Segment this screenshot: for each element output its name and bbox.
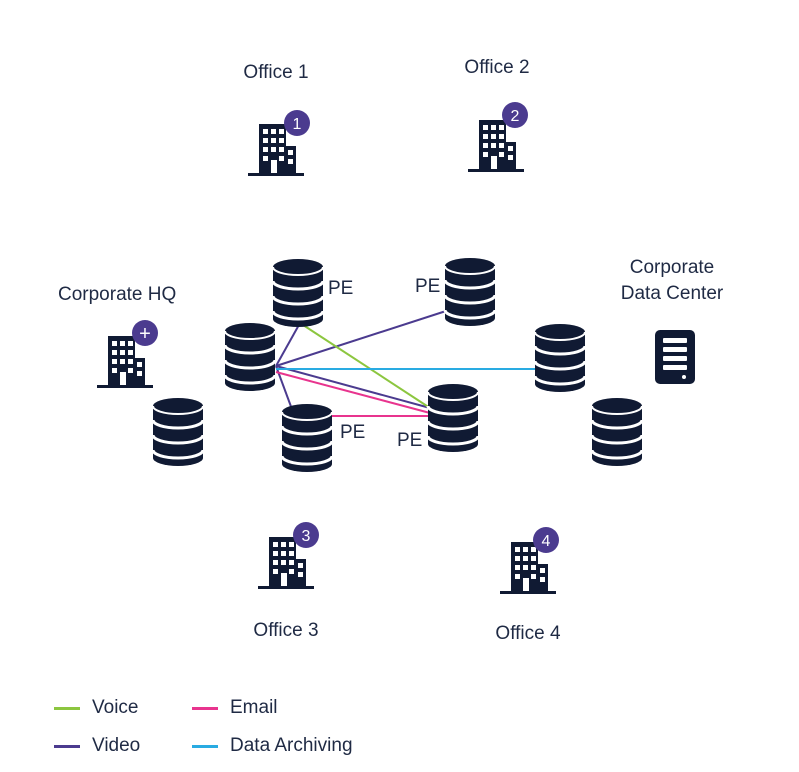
legend-label-email: Email xyxy=(230,697,278,718)
pe2-database-icon xyxy=(443,256,497,328)
pe4-label: PE xyxy=(397,430,423,451)
video-link-hq-pe2 xyxy=(275,310,447,367)
pe2-label: PE xyxy=(415,276,441,297)
voice-link-pe1-pe4 xyxy=(299,322,431,409)
pe1-label: PE xyxy=(328,278,354,299)
office2-label: Office 2 xyxy=(464,57,530,78)
pe3-database-icon xyxy=(280,402,334,474)
video-link-hq-pe4 xyxy=(275,365,431,409)
legend-label-voice: Voice xyxy=(92,697,139,718)
hq-database-icon xyxy=(151,396,205,468)
office4-badge: 4 xyxy=(533,527,559,553)
hq-badge-text: + xyxy=(139,323,151,345)
email-link-hq-pe4 xyxy=(275,371,431,414)
pe1-database-icon xyxy=(271,257,325,329)
office1-badge-text: 1 xyxy=(293,116,302,133)
hq-label: Corporate HQ xyxy=(58,284,177,305)
legend-swatch-voice xyxy=(54,706,80,710)
legend-item-voice: Voice xyxy=(54,697,138,719)
legend-item-data-archiving: Data Archiving xyxy=(192,735,353,757)
building-icons xyxy=(97,120,556,594)
legend-swatch-video xyxy=(54,744,80,748)
pe4-database-icon xyxy=(426,382,480,454)
office1-badge: 1 xyxy=(284,110,310,136)
office2-badge-text: 2 xyxy=(511,108,520,125)
hq-router-database-icon xyxy=(223,321,277,393)
server-rack-icon xyxy=(655,330,695,384)
dc-database-icon xyxy=(590,396,644,468)
datacenter-label: Corporate Data Center xyxy=(621,255,723,307)
legend-item-video: Video xyxy=(54,735,140,757)
office1-label: Office 1 xyxy=(243,62,309,83)
office4-badge-text: 4 xyxy=(542,533,551,550)
office2-badge: 2 xyxy=(502,102,528,128)
office3-label: Office 3 xyxy=(253,620,319,641)
office4-label: Office 4 xyxy=(495,623,561,644)
connection-lines xyxy=(275,310,560,417)
office3-badge-text: 3 xyxy=(302,528,311,545)
dc-router-database-icon xyxy=(533,322,587,394)
datacenter-label-line1: Corporate xyxy=(629,257,715,278)
pe3-label: PE xyxy=(340,422,366,443)
legend-swatch-data-archiving xyxy=(192,744,218,748)
legend-swatch-email xyxy=(192,706,218,710)
datacenter-label-line2: Data Center xyxy=(620,283,724,304)
legend-label-video: Video xyxy=(92,735,141,756)
legend-item-email: Email xyxy=(192,697,278,719)
hq-badge: + xyxy=(132,320,158,346)
badges: 1 2 + 3 4 xyxy=(132,102,559,553)
office3-badge: 3 xyxy=(293,522,319,548)
video-link-hq-pe1 xyxy=(275,322,301,367)
legend-label-data-archiving: Data Archiving xyxy=(230,735,353,756)
